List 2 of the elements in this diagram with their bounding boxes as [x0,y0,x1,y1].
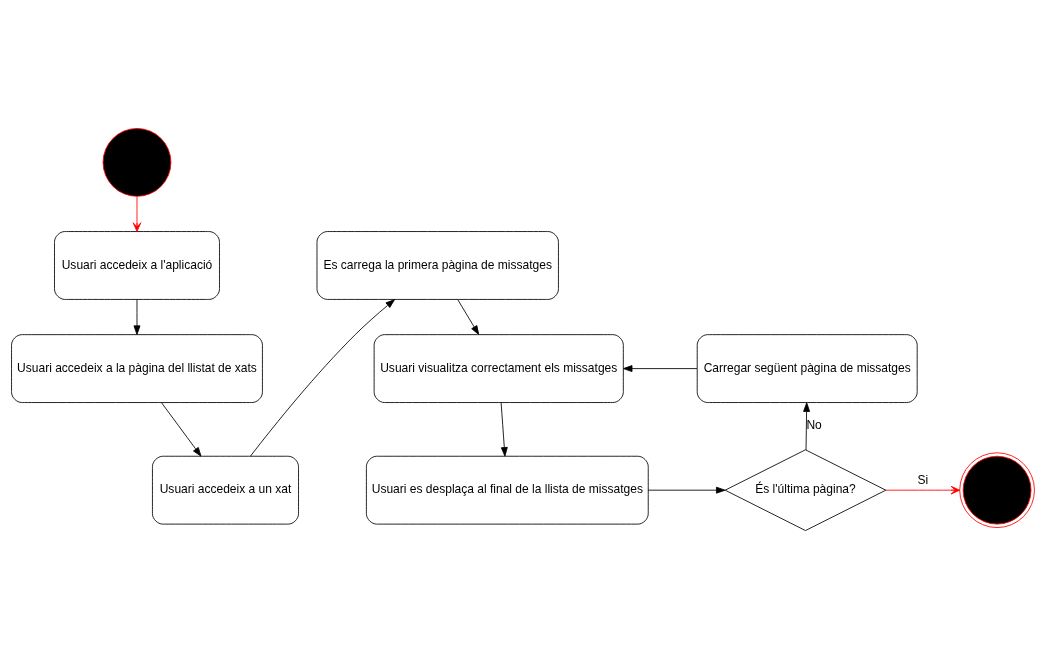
edge-label: No [806,417,822,432]
edge-label: Si [917,472,929,487]
